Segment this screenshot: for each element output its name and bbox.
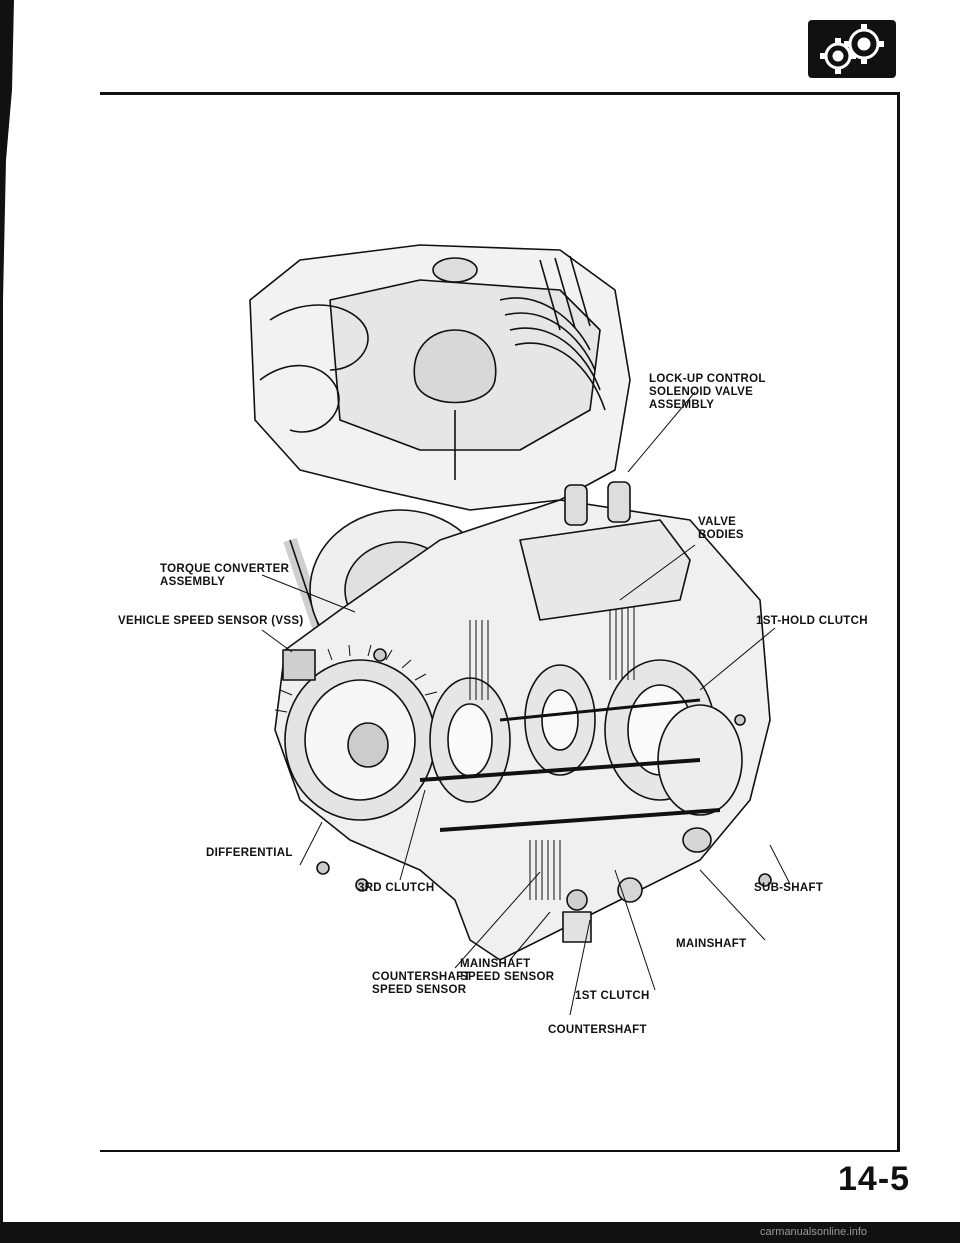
label-valve-bodies: VALVE BODIES (698, 516, 744, 541)
label-mainshaft: MAINSHAFT (676, 938, 747, 950)
label-3rd-clutch: 3RD CLUTCH (358, 882, 435, 894)
label-vehicle-speed-sensor: VEHICLE SPEED SENSOR (VSS) (118, 615, 304, 627)
bottom-scan-bar (0, 1222, 960, 1243)
page-binding-edge (0, 0, 14, 1243)
label-countershaft-speed-sensor: COUNTERSHAFT SPEED SENSOR (372, 971, 471, 996)
page-number: 14-5 (838, 1160, 911, 1198)
label-mainshaft-speed-sensor: MAINSHAFT SPEED SENSOR (460, 958, 555, 983)
diagram-frame (100, 92, 900, 1152)
label-differential: DIFFERENTIAL (206, 847, 293, 859)
watermark-text: carmanualsonline.info (760, 1226, 868, 1238)
label-countershaft: COUNTERSHAFT (548, 1024, 647, 1036)
label-1st-clutch: 1ST CLUTCH (575, 990, 650, 1002)
transmission-gears-icon (808, 20, 896, 78)
label-torque-converter-assembly: TORQUE CONVERTER ASSEMBLY (160, 563, 290, 588)
label-sub-shaft: SUB-SHAFT (754, 882, 824, 894)
label-1st-hold-clutch: 1ST-HOLD CLUTCH (756, 615, 868, 627)
label-lockup-control-solenoid-valve: LOCK-UP CONTROL SOLENOID VALVE ASSEMBLY (649, 373, 766, 411)
